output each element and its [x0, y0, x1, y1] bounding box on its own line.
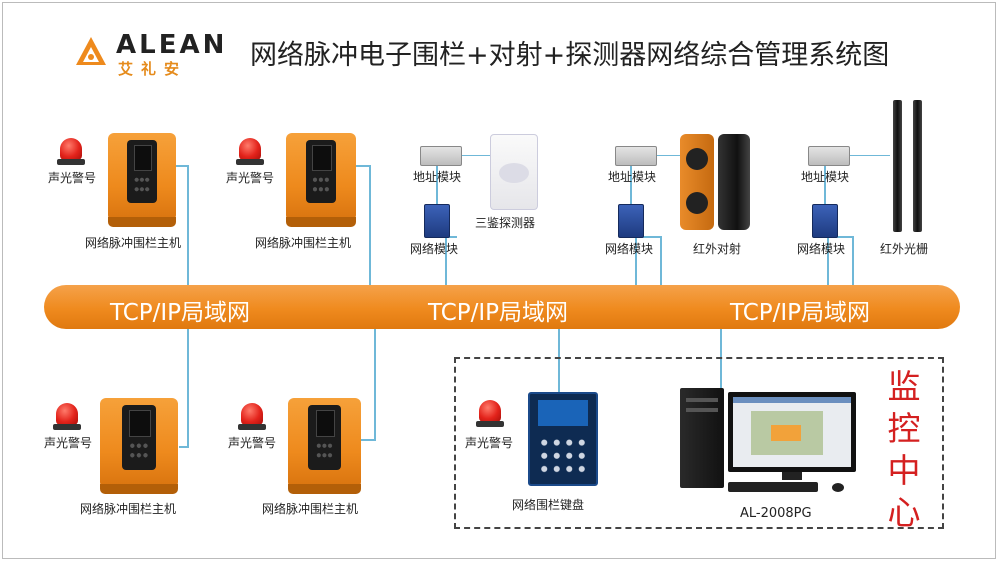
- page-title: 网络脉冲电子围栏+对射+探测器网络综合管理系统图: [250, 33, 889, 72]
- pc-monitor: [728, 392, 856, 472]
- network-module-label: 网络模块: [410, 240, 458, 257]
- connector-line: [356, 165, 370, 167]
- bus-label-middle: TCP/IP局域网: [428, 293, 568, 327]
- alarm-beacon-base: [236, 159, 264, 165]
- alarm-label: 声光警号: [465, 434, 513, 451]
- ir-curtain-post-left: [893, 100, 902, 232]
- alarm-beacon-icon: [239, 138, 261, 160]
- address-module-label: 地址模块: [801, 168, 849, 185]
- ir-beam-label: 红外对射: [693, 240, 741, 257]
- fence-host-device: [288, 398, 361, 488]
- ir-curtain-label: 红外光栅: [880, 240, 928, 257]
- alarm-beacon-icon: [56, 403, 78, 425]
- alarm-beacon-base: [476, 421, 504, 427]
- alarm-label: 声光警号: [44, 434, 92, 451]
- alarm-beacon-base: [53, 424, 81, 430]
- fence-host-device: [108, 133, 176, 221]
- brand-name: ALEAN: [116, 30, 227, 60]
- pc-mouse: [832, 483, 844, 492]
- connector-line: [374, 328, 376, 440]
- triple-detector-label: 三鉴探测器: [475, 214, 535, 231]
- center-char: 控: [884, 408, 924, 450]
- network-module-device: [618, 204, 644, 238]
- brand-logo: [75, 36, 107, 66]
- address-module-label: 地址模块: [413, 168, 461, 185]
- alarm-beacon-icon: [241, 403, 263, 425]
- logo-triangle-icon: [75, 36, 107, 66]
- network-module-device: [424, 204, 450, 238]
- connector-line: [369, 165, 371, 285]
- keyboard-label: 网络围栏键盘: [512, 496, 584, 513]
- bus-label-left: TCP/IP局域网: [110, 293, 250, 327]
- connector-line: [187, 328, 189, 448]
- connector-line: [660, 236, 662, 286]
- ir-curtain-post-right: [913, 100, 922, 232]
- center-char: 中: [884, 450, 924, 492]
- network-module-label: 网络模块: [797, 240, 845, 257]
- alarm-label: 声光警号: [228, 434, 276, 451]
- host-label: 网络脉冲围栏主机: [85, 234, 181, 251]
- pc-tower: [680, 388, 724, 488]
- ir-beam-transmitter: [680, 134, 714, 230]
- fence-host-device: [286, 133, 356, 221]
- triple-detector-device: [490, 134, 538, 210]
- center-char: 心: [884, 492, 924, 534]
- brand-name-cn: 艾礼安: [118, 58, 187, 79]
- alarm-beacon-base: [57, 159, 85, 165]
- connector-line: [848, 155, 890, 156]
- monitor-stand: [782, 472, 802, 480]
- pc-model-label: AL-2008PG: [740, 506, 812, 521]
- pc-keyboard: [728, 482, 818, 492]
- bus-label-right: TCP/IP局域网: [730, 293, 870, 327]
- connector-line: [179, 446, 189, 448]
- address-module-device: [420, 146, 462, 166]
- address-module-label: 地址模块: [608, 168, 656, 185]
- network-module-device: [812, 204, 838, 238]
- address-module-device: [615, 146, 657, 166]
- connector-line: [852, 236, 854, 286]
- alarm-beacon-icon: [479, 400, 501, 422]
- connector-line: [460, 155, 490, 156]
- network-module-label: 网络模块: [605, 240, 653, 257]
- address-module-device: [808, 146, 850, 166]
- alarm-label: 声光警号: [226, 169, 274, 186]
- ir-beam-receiver: [718, 134, 750, 230]
- fence-keyboard-device: [528, 392, 598, 486]
- alarm-label: 声光警号: [48, 169, 96, 186]
- connector-line: [187, 165, 189, 285]
- monitoring-center-title: 监 控 中 心: [884, 366, 924, 534]
- connector-line: [361, 439, 376, 441]
- center-char: 监: [884, 366, 924, 408]
- fence-host-device: [100, 398, 178, 488]
- alarm-beacon-base: [238, 424, 266, 430]
- host-label: 网络脉冲围栏主机: [80, 500, 176, 517]
- connector-line: [655, 155, 683, 156]
- host-label: 网络脉冲围栏主机: [255, 234, 351, 251]
- alarm-beacon-icon: [60, 138, 82, 160]
- host-label: 网络脉冲围栏主机: [262, 500, 358, 517]
